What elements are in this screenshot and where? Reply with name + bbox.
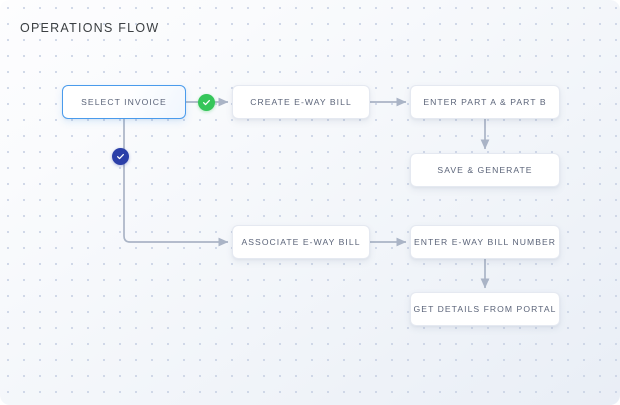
node-save-and-generate[interactable]: SAVE & GENERATE bbox=[410, 153, 560, 187]
node-get-details-from-portal[interactable]: GET DETAILS FROM PORTAL bbox=[410, 292, 560, 326]
node-label: ENTER E-WAY BILL NUMBER bbox=[413, 237, 557, 247]
node-label: SAVE & GENERATE bbox=[437, 165, 533, 175]
node-enter-part-a-part-b[interactable]: ENTER PART A & PART B bbox=[410, 85, 560, 119]
status-badge-complete-blue[interactable] bbox=[112, 148, 129, 165]
node-label: SELECT INVOICE bbox=[81, 97, 167, 107]
page-title: OPERATIONS FLOW bbox=[20, 21, 160, 35]
node-enter-eway-bill-number[interactable]: ENTER E-WAY BILL NUMBER bbox=[410, 225, 560, 259]
node-select-invoice[interactable]: SELECT INVOICE bbox=[62, 85, 186, 119]
status-badge-complete-green[interactable] bbox=[198, 94, 215, 111]
node-associate-eway-bill[interactable]: ASSOCIATE E-WAY BILL bbox=[232, 225, 370, 259]
node-label: GET DETAILS FROM PORTAL bbox=[413, 304, 557, 314]
check-icon bbox=[202, 98, 211, 107]
check-icon bbox=[116, 152, 125, 161]
node-create-eway-bill[interactable]: CREATE E-WAY BILL bbox=[232, 85, 370, 119]
node-label: CREATE E-WAY BILL bbox=[250, 97, 352, 107]
node-label: ASSOCIATE E-WAY BILL bbox=[241, 237, 361, 247]
node-label: ENTER PART A & PART B bbox=[423, 97, 547, 107]
edge-select-to-associate bbox=[123, 119, 229, 247]
